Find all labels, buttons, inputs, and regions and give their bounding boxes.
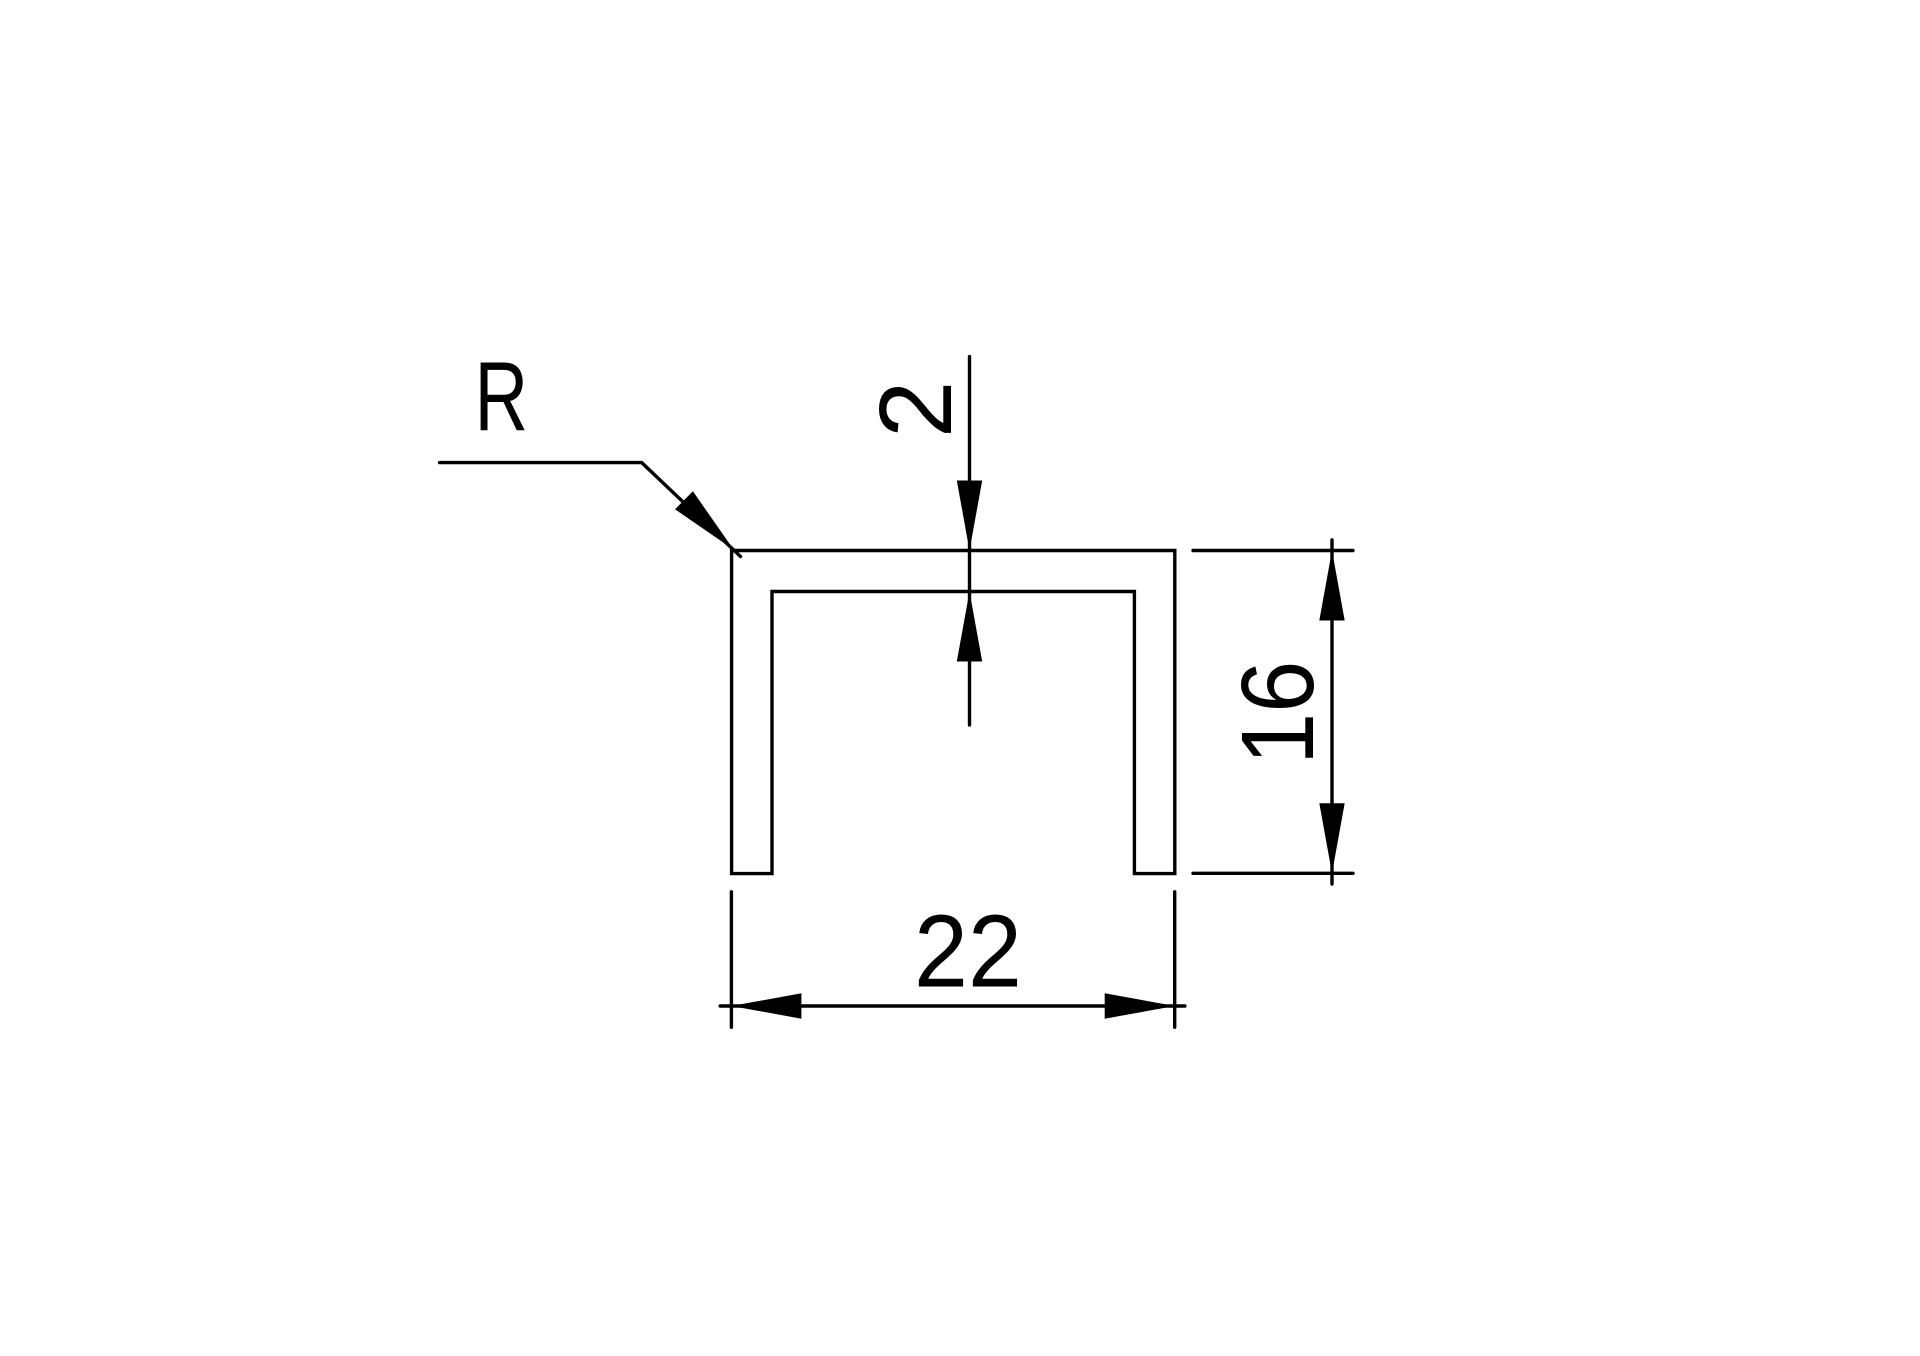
svg-text:16: 16 (1220, 661, 1335, 765)
svg-text:R: R (475, 342, 529, 451)
svg-text:22: 22 (914, 894, 1022, 1009)
svg-text:2: 2 (858, 381, 973, 438)
